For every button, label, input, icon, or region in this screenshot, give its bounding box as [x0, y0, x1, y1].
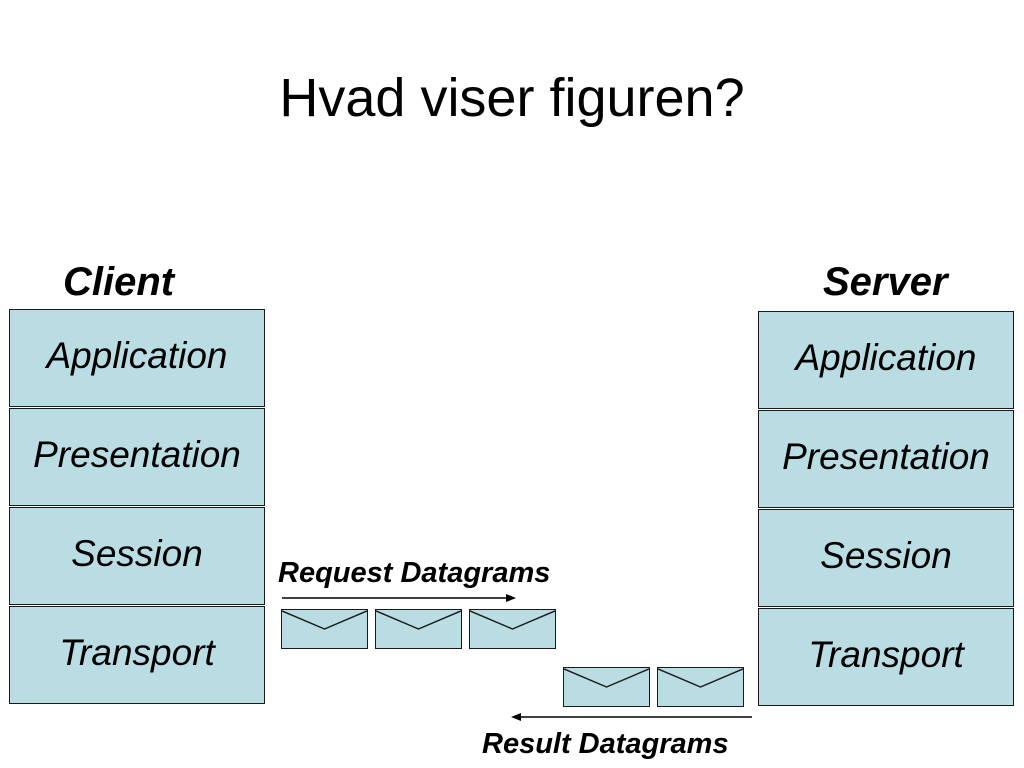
server-heading: Server — [823, 260, 948, 304]
request-arrow — [282, 594, 516, 602]
request-envelope-icon — [281, 609, 368, 649]
server-layer-application: Application — [758, 311, 1014, 409]
result-arrow — [511, 713, 752, 721]
slide-title: Hvad viser figuren? — [279, 68, 745, 128]
request-datagrams-label: Request Datagrams — [278, 557, 551, 589]
server-layer-presentation: Presentation — [758, 410, 1014, 508]
client-layer-session: Session — [9, 507, 265, 605]
result-envelope-icon — [563, 667, 650, 707]
client-layer-presentation: Presentation — [9, 408, 265, 506]
result-envelope-icon — [657, 667, 744, 707]
server-layer-session: Session — [758, 509, 1014, 607]
server-layer-transport: Transport — [758, 608, 1014, 706]
request-envelope-icon — [375, 609, 462, 649]
result-datagrams-label: Result Datagrams — [482, 728, 729, 760]
client-layer-transport: Transport — [9, 606, 265, 704]
client-layer-application: Application — [9, 309, 265, 407]
request-envelope-icon — [469, 609, 556, 649]
client-heading: Client — [63, 260, 175, 304]
